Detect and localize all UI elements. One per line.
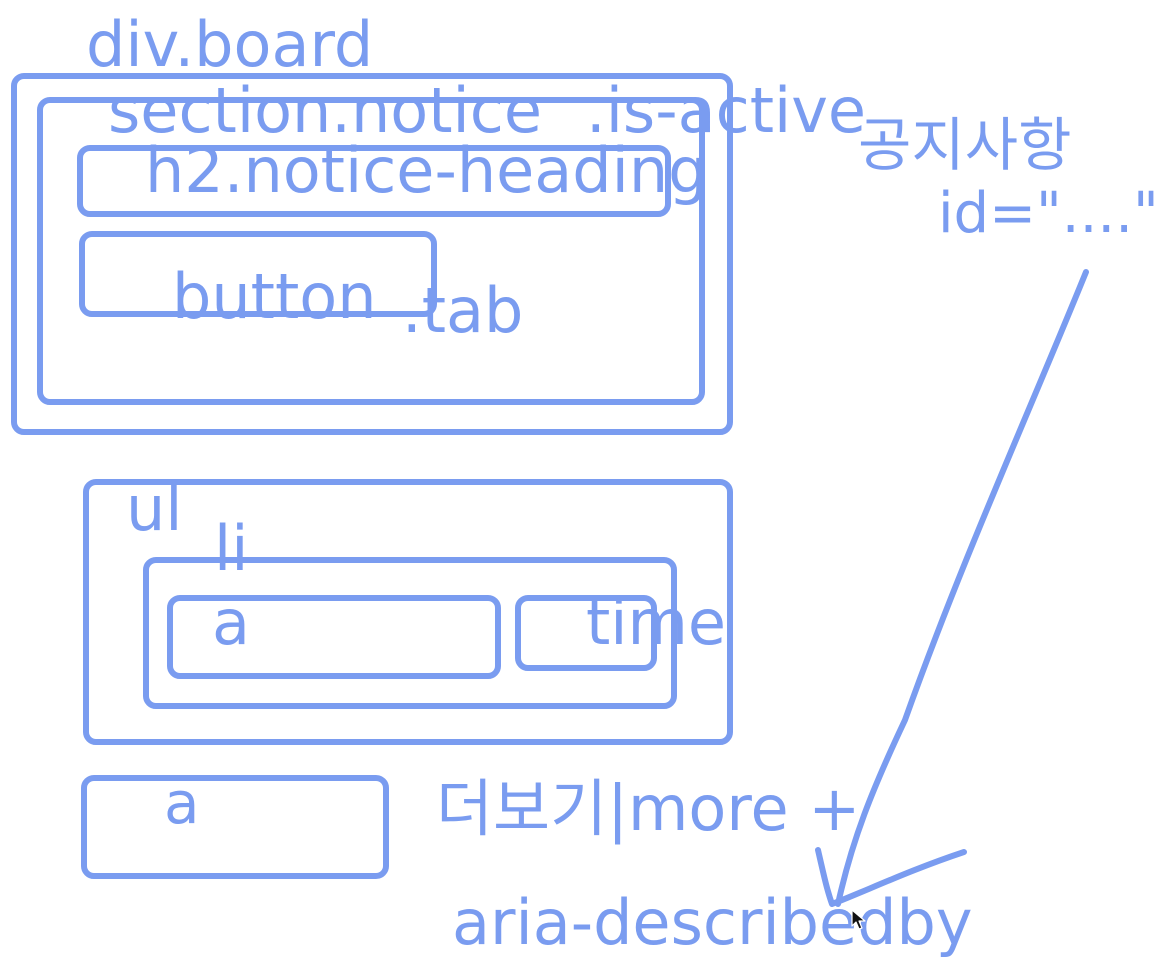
aria-describedby-label: aria-describedby [452, 886, 973, 959]
ul-label: ul [126, 472, 183, 545]
board-box [11, 73, 733, 435]
arrow-head [815, 847, 967, 907]
more-anchor-box [81, 775, 389, 879]
tab-button-box [79, 231, 437, 317]
item-anchor-box [167, 595, 501, 679]
time-label: time [586, 586, 727, 659]
notice-title-label: 공지사항 [858, 111, 1072, 179]
id-attribute-label: id="...." [938, 181, 1159, 246]
board-label: div.board [86, 8, 374, 81]
li-label: li [214, 512, 249, 585]
item-anchor-label: a [212, 586, 250, 659]
ul-box [83, 479, 733, 745]
notice-heading-label: h2.notice-heading [145, 134, 708, 207]
section-notice-label: section.notice [108, 74, 542, 147]
time-box [515, 595, 657, 671]
li-box [143, 557, 677, 709]
tab-class-label: .tab [402, 274, 524, 347]
more-text-label: 더보기|more + [436, 772, 861, 845]
more-anchor-label: a [164, 769, 200, 837]
notice-section-box [37, 97, 705, 405]
mouse-cursor-icon [851, 909, 866, 930]
aria-connector-line [835, 269, 1089, 907]
button-label: button [172, 260, 377, 333]
notice-heading-box [77, 145, 671, 217]
is-active-label: .is-active [586, 74, 867, 147]
